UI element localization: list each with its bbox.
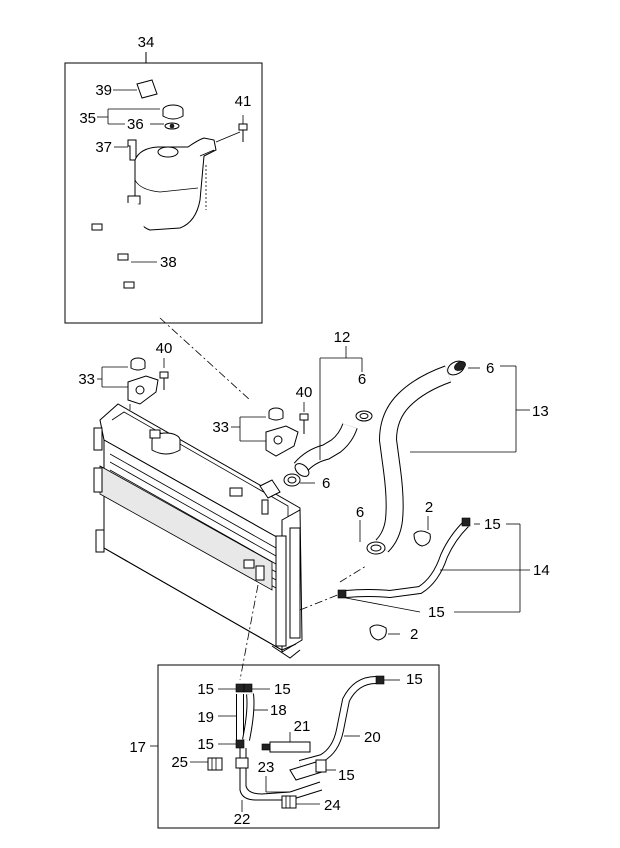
bracket-37: [114, 139, 137, 161]
callout-21: 21: [294, 718, 311, 735]
radiator: [93, 403, 303, 659]
lower-hose-13: [375, 360, 480, 553]
callout-23: 23: [258, 759, 275, 776]
callout-33-right: 33: [212, 419, 229, 436]
callout-39: 39: [95, 82, 112, 99]
hose-20: [298, 675, 400, 768]
label-tag-39: [113, 79, 158, 99]
reservoir-tank: [127, 131, 241, 231]
callout-25: 25: [171, 754, 188, 771]
callout-35: 35: [79, 110, 96, 127]
fitting-15-mid: [218, 739, 245, 749]
callout-12: 12: [334, 329, 351, 346]
pipe-21: [261, 732, 311, 753]
callout-20: 20: [364, 729, 381, 746]
callout-15-upper: 15: [484, 516, 501, 533]
callout-41: 41: [235, 93, 252, 110]
callout-33-left: 33: [78, 371, 95, 388]
callout-37: 37: [95, 139, 112, 156]
callout-40-right: 40: [296, 384, 313, 401]
callout-6-upper-hose-bottom: 6: [322, 475, 330, 492]
callout-13: 13: [532, 403, 549, 420]
bolt-40-left: [159, 358, 169, 390]
clamp-6-upper-hose-top: [355, 410, 373, 422]
clamp-6-lower-hose: [359, 520, 386, 555]
callout-17: 17: [129, 739, 146, 756]
clip-24: [281, 795, 320, 809]
callout-6-lower-hose-bottom: 6: [356, 504, 364, 521]
fittings-15-top: [218, 683, 270, 693]
clip-2-upper: [413, 516, 431, 547]
callout-6-lower-hose-top: 6: [486, 360, 494, 377]
callout-6-upper-hose-top: 6: [358, 371, 366, 388]
upper-hose-12: [293, 423, 358, 477]
callout-15-fitting-mid: 15: [197, 736, 214, 753]
oil-cooler-line-group-box: [150, 664, 440, 829]
reservoir-group-box: [64, 52, 263, 324]
reservoir-cap-35: [162, 104, 184, 130]
callout-38: 38: [160, 254, 177, 271]
callout-15-fitting-left: 15: [197, 681, 214, 698]
oil-cooler-hose-14: [337, 517, 471, 599]
hose-18-19: [218, 693, 268, 741]
clip-25: [190, 757, 223, 771]
callout-40-left: 40: [156, 340, 173, 357]
bolt-40-right: [299, 402, 309, 434]
callout-15-lower: 15: [428, 604, 445, 621]
clip-2-lower: [369, 624, 400, 641]
callout-22: 22: [234, 811, 251, 828]
callout-15-connector: 15: [338, 767, 355, 784]
callout-2-upper: 2: [425, 499, 433, 516]
callout-2-lower: 2: [410, 626, 418, 643]
pipe-22: [235, 748, 291, 812]
callout-36: 36: [127, 116, 144, 133]
callout-19: 19: [197, 709, 214, 726]
clamp-6-upper-hose-bottom: [283, 473, 315, 487]
connector-fitting-15-right: [289, 759, 336, 781]
bracket-33-left: [127, 357, 159, 410]
bracket-33-right: [265, 407, 299, 457]
callout-18: 18: [270, 702, 287, 719]
bolt-41: [238, 115, 248, 142]
callout-15-fitting-right: 15: [274, 681, 291, 698]
callout-14: 14: [533, 562, 550, 579]
callout-34: 34: [138, 34, 155, 51]
callout-15-hose-20-end: 15: [406, 671, 423, 688]
callout-24: 24: [324, 797, 341, 814]
reservoir-hose-38: [91, 202, 162, 317]
